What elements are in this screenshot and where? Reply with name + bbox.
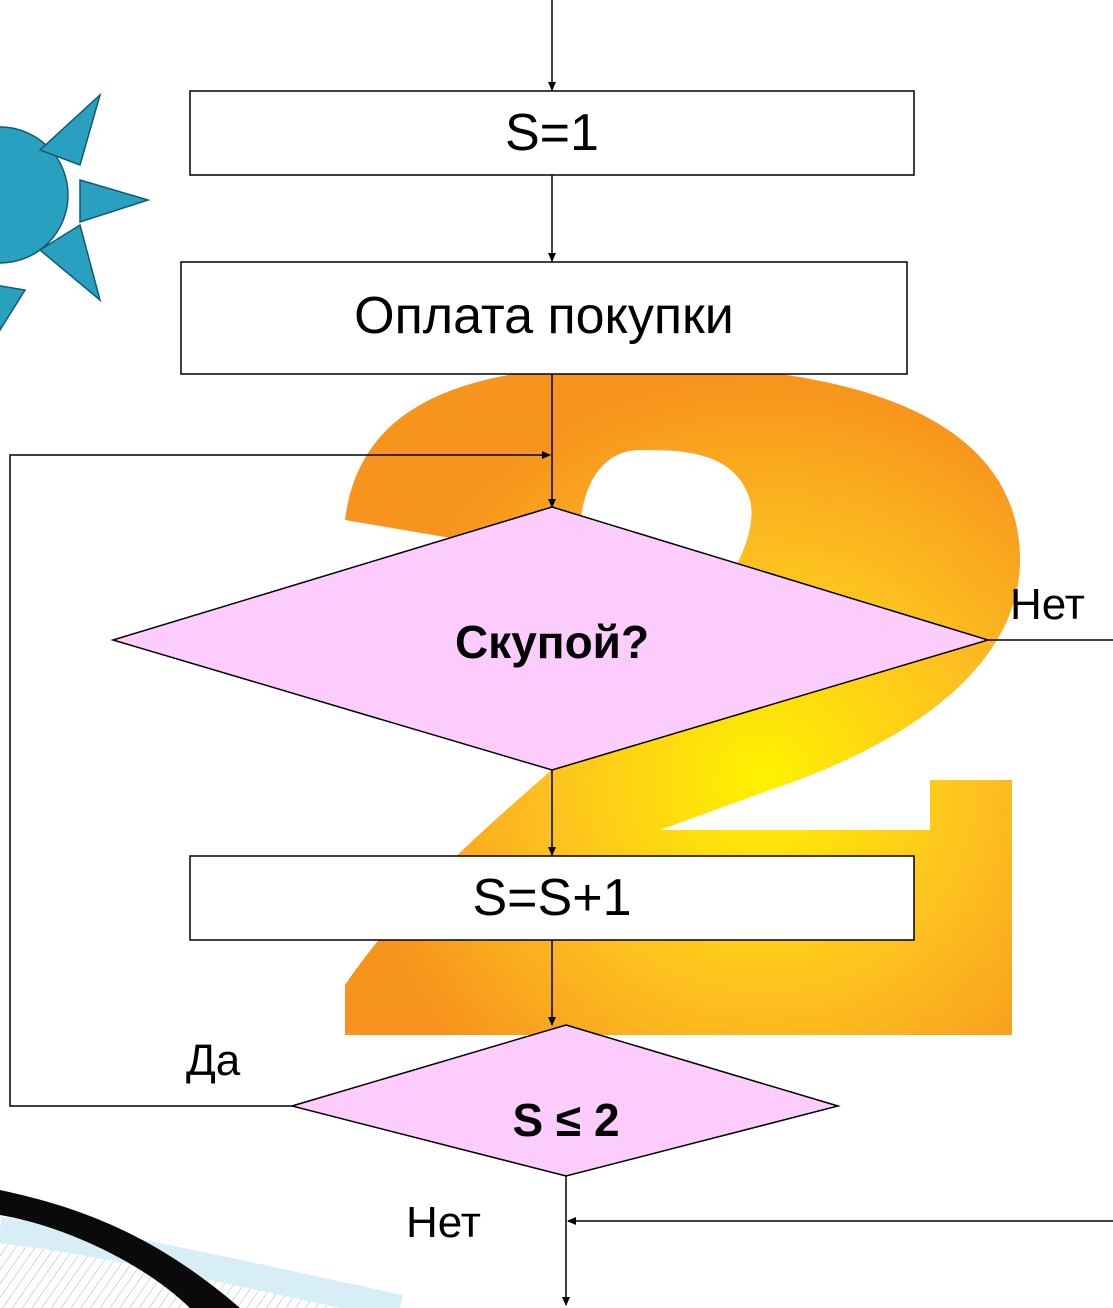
no-label-bottom: Нет [406,1198,481,1247]
yes-label: Да [186,1036,241,1085]
init-box [189,90,915,176]
decision-limit-label: S ≤ 2 [512,1094,620,1146]
payment-box [180,261,908,375]
increment-box [189,855,915,941]
decorative-swoosh [0,1190,403,1308]
increment-box-label: S=S+1 [472,869,632,927]
no-label-right: Нет [1010,580,1085,629]
sun-icon [0,92,151,332]
init-box-label: S=1 [505,104,599,162]
flow-connectors [9,0,1113,1306]
decision-stingy-diamond [110,506,991,771]
decision-limit-diamond [289,1024,841,1177]
decision-stingy-label: Скупой? [454,616,650,668]
payment-box-label: Оплата покупки [354,287,734,345]
